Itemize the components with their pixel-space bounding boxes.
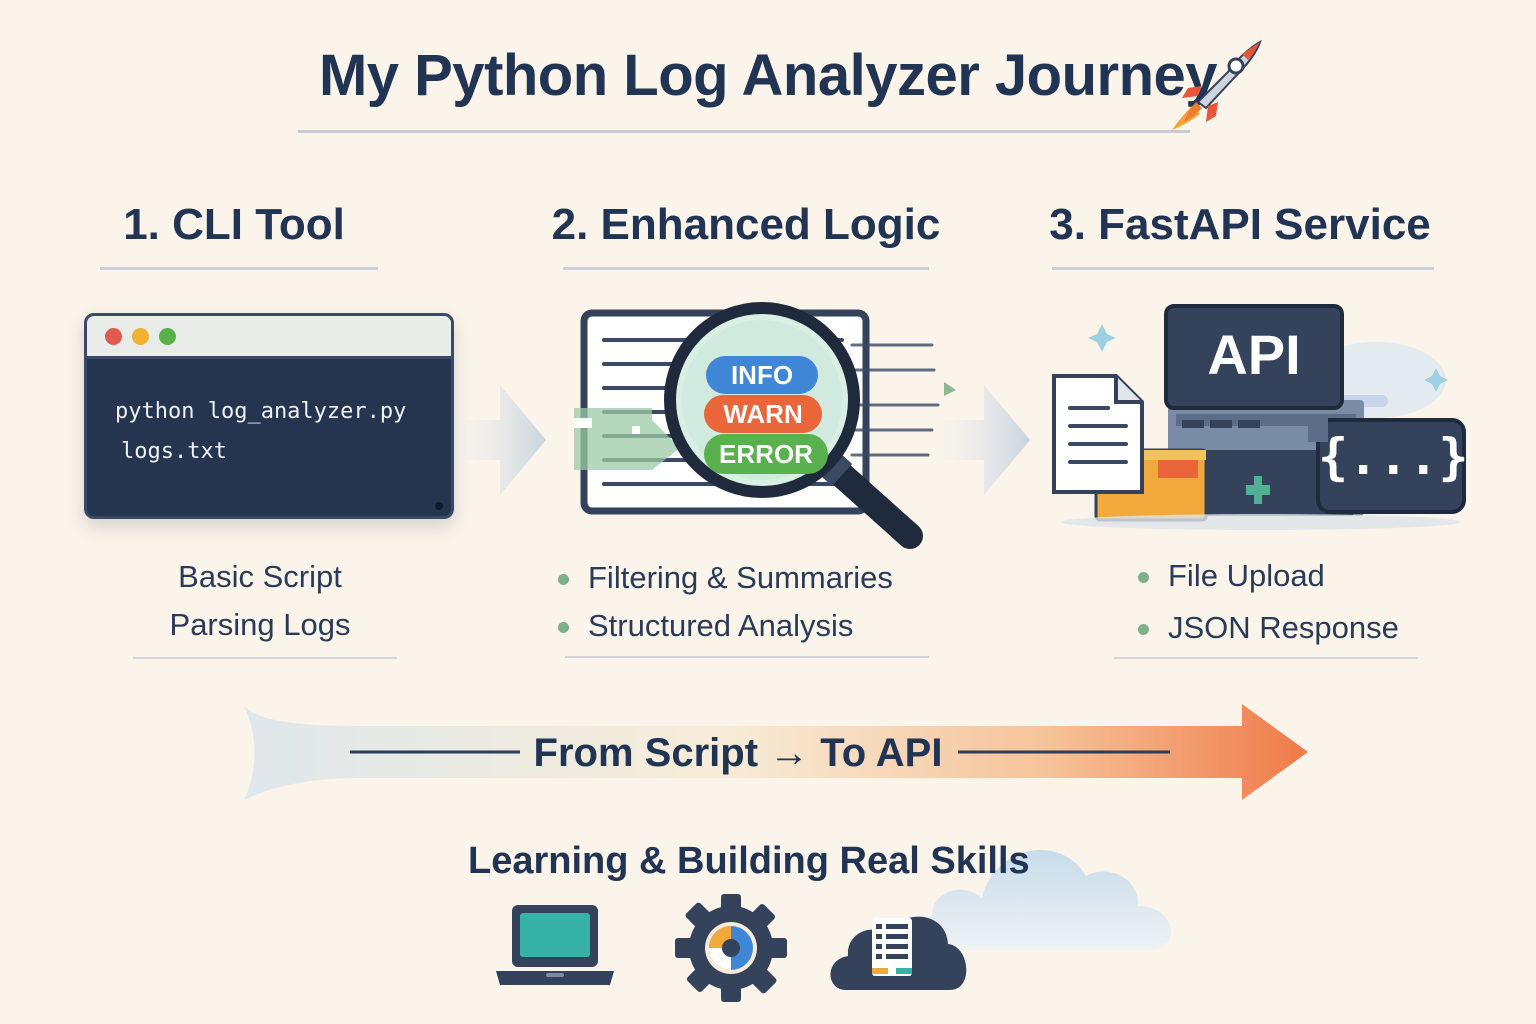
rocket-icon (1172, 39, 1262, 130)
step-3-bullets: File Upload JSON Response (1138, 552, 1399, 652)
step-2-bullets: Filtering & Summaries Structured Analysi… (558, 554, 893, 650)
step-1-desc-line: Parsing Logs (169, 607, 351, 642)
terminal-line: python log_analyzer.py (115, 399, 407, 424)
minimize-dot-icon (132, 328, 149, 345)
badge-warn: WARN (704, 395, 822, 433)
api-label: API (1207, 323, 1301, 386)
terminal-code: python log_analyzer.py logs.txt (115, 392, 406, 472)
cloud-decoration (913, 850, 1172, 950)
step-arrow-2 (944, 385, 1030, 495)
flow-label: From Script → To API (533, 731, 943, 775)
page-title: My Python Log Analyzer Journey (318, 43, 1218, 108)
api-service-illustration (1052, 304, 1466, 530)
maximize-dot-icon (159, 328, 176, 345)
badge-error-label: ERROR (719, 439, 813, 469)
step-1-desc-line: Basic Script (178, 559, 342, 594)
bullet-dot-icon (558, 574, 569, 585)
terminal-corner-dot (435, 502, 443, 510)
terminal-titlebar (87, 316, 451, 359)
step-2-rule (563, 267, 929, 270)
bullet-item: Structured Analysis (558, 602, 893, 650)
step-2-title: 2. Enhanced Logic (551, 200, 941, 249)
step-3-rule (1052, 267, 1434, 270)
step-3-title: 3. FastAPI Service (1049, 200, 1431, 249)
step-arrow-1 (460, 385, 546, 495)
step-1-description: Basic Script Parsing Logs (110, 553, 410, 649)
terminal-line: logs.txt (121, 439, 227, 464)
title-underline (298, 130, 1190, 133)
bottom-label: Learning & Building Real Skills (468, 840, 1030, 882)
badge-error: ERROR (704, 434, 828, 474)
json-braces-label: {...} (1318, 428, 1469, 486)
flow-arrow (244, 704, 1308, 800)
step-3-desc-rule (1114, 657, 1418, 659)
cloud-server-icon (830, 916, 967, 990)
close-dot-icon (105, 328, 122, 345)
bullet-dot-icon (558, 622, 569, 633)
badge-info-label: INFO (730, 360, 794, 390)
bullet-dot-icon (1138, 572, 1149, 583)
bullet-item: JSON Response (1138, 604, 1399, 652)
step-1-title: 1. CLI Tool (123, 200, 345, 249)
step-1-desc-rule (133, 657, 397, 659)
bullet-item: File Upload (1138, 552, 1399, 600)
laptop-icon (496, 905, 614, 985)
terminal-window: python log_analyzer.py logs.txt (84, 313, 454, 519)
gear-icon (675, 894, 787, 1002)
step-1-rule (100, 267, 378, 270)
step-2-desc-rule (565, 656, 929, 658)
bullet-dot-icon (1138, 624, 1149, 635)
bullet-item: Filtering & Summaries (558, 554, 893, 602)
badge-info: INFO (706, 356, 818, 394)
badge-warn-label: WARN (723, 399, 803, 429)
